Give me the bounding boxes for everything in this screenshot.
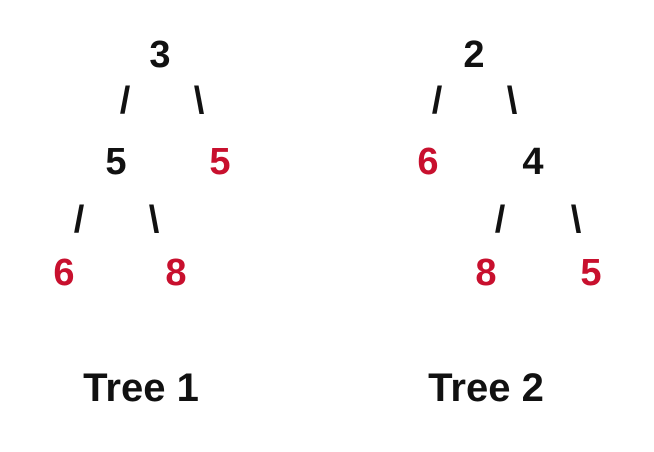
tree2-right-node: 4 [522,141,544,183]
tree1-left-right-leaf: 8 [165,252,187,294]
tree2-edge-right-right: \ [570,199,582,241]
tree1-edge-left-right: \ [148,199,160,241]
tree1-left-node: 5 [105,141,127,183]
tree1-edge-root-left: / [119,80,131,122]
tree1-right-leaf: 5 [209,141,231,183]
tree2-edge-root-left: / [431,80,443,122]
tree2-left-leaf: 6 [417,141,439,183]
tree2-caption: Tree 2 [428,366,544,410]
tree1-root-node: 3 [149,34,171,76]
tree1-caption: Tree 1 [83,366,199,410]
tree2-root-node: 2 [463,34,485,76]
tree2-edge-root-right: \ [506,80,518,122]
tree2-right-right-leaf: 5 [580,252,602,294]
tree2-edge-right-left: / [494,199,506,241]
tree1-left-left-leaf: 6 [53,252,75,294]
tree2-right-left-leaf: 8 [475,252,497,294]
tree1-edge-left-left: / [73,199,85,241]
tree1-edge-root-right: \ [193,80,205,122]
